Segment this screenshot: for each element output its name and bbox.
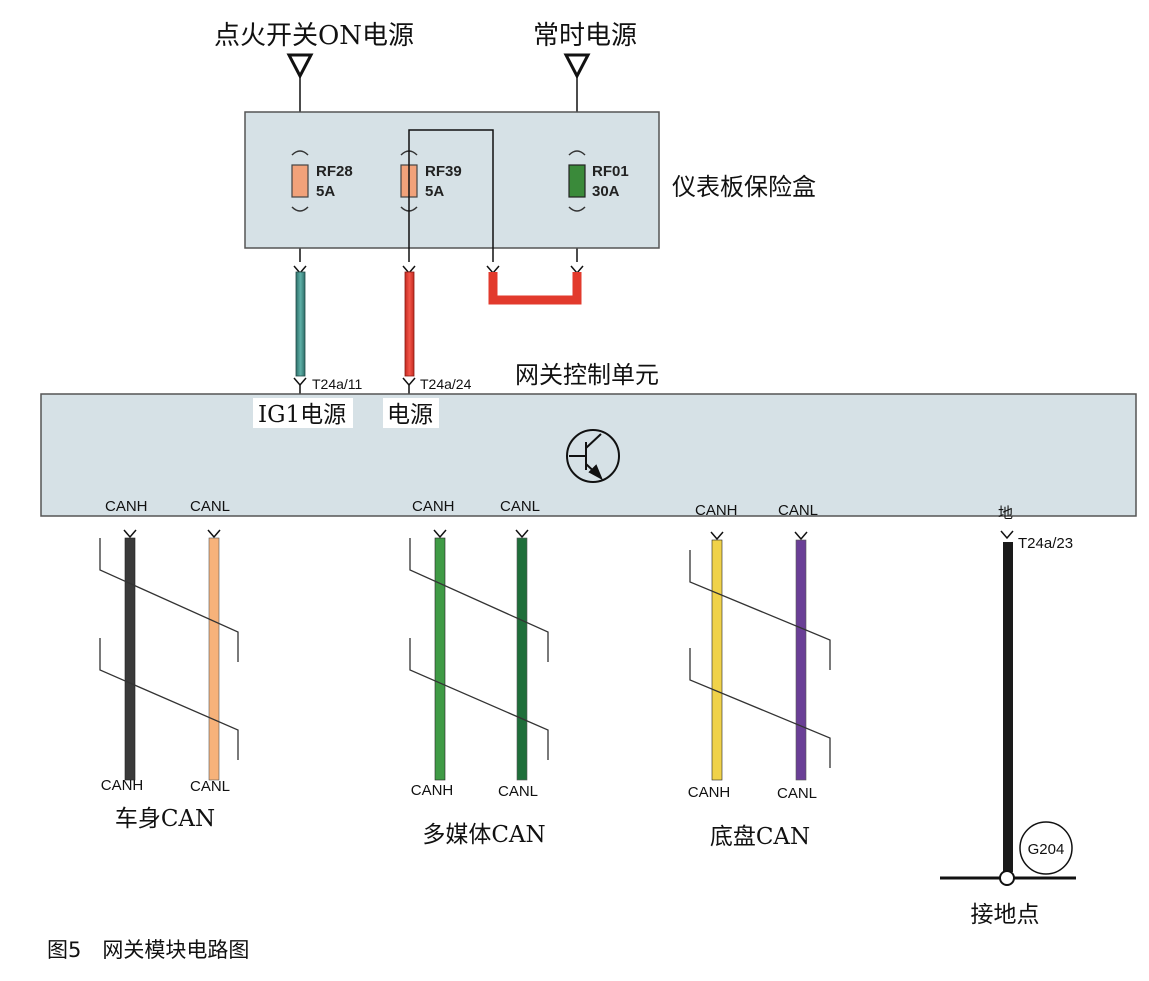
can-bus-3: CANH CANL (688, 531, 831, 802)
ig1-label-bg (253, 398, 353, 428)
gateway-title: 网关控制单元 (515, 361, 659, 389)
bus3-name: 底盘CAN (710, 824, 810, 850)
bus-pin-chevron (123, 529, 137, 539)
red-bridge-wire (488, 272, 582, 305)
twist-symbol (689, 550, 831, 670)
power-wire (404, 271, 415, 377)
fuse-box-internal-wire (408, 129, 494, 262)
ground-pin-label: T24a/23 (1018, 535, 1073, 552)
canh-wire (711, 539, 723, 781)
gateway-bus-pin-labels: CANH CANL CANH CANL CANH CANL (105, 498, 818, 519)
ground-point-label: 接地点 (971, 902, 1040, 928)
ignition-power-label: 点火开关ON电源 (214, 21, 414, 51)
power-label: 电源 (387, 402, 433, 428)
ground-pin-name: 地 (998, 504, 1013, 522)
bus3-canh-pin-label: CANH (695, 502, 738, 519)
canl-wire (795, 539, 807, 781)
canl-wire (516, 537, 528, 781)
fuse-rf39-id: RF39 (425, 163, 462, 180)
bus-pin-chevron (794, 531, 808, 541)
bus-pin-chevron (710, 531, 724, 541)
bus-pin-chevron (207, 529, 221, 539)
bus2-canl-pin-label: CANL (500, 498, 540, 515)
can-bus-1: CANH CANL (99, 529, 239, 795)
twist-symbol (689, 648, 831, 768)
twist-symbol (409, 538, 549, 662)
canl-wire (208, 537, 220, 781)
ground-point-icon (999, 870, 1015, 886)
fuse-rf28-id: RF28 (316, 163, 353, 180)
canh-end-label: CANH (101, 777, 144, 794)
bus1-name: 车身CAN (115, 806, 215, 832)
fuse-rf28-rating: 5A (316, 183, 335, 200)
fuse-rf01: RF01 30A (568, 150, 629, 212)
fuse-rf39-rating: 5A (425, 183, 444, 200)
canl-end-label: CANL (190, 778, 230, 795)
constant-power-label: 常时电源 (533, 21, 637, 51)
fuse-box (244, 111, 660, 249)
bus2-canh-pin-label: CANH (412, 498, 455, 515)
fuse-rf39: RF39 5A (400, 150, 462, 212)
bus1-canh-pin-label: CANH (105, 498, 148, 515)
bus2-name: 多媒体CAN (422, 822, 545, 848)
twist-symbol (99, 538, 239, 662)
canh-end-label: CANH (411, 782, 454, 799)
canh-wire (124, 537, 136, 781)
ground-id-circle (1019, 821, 1073, 875)
transistor-icon (566, 429, 620, 483)
fuse-rf01-id: RF01 (592, 163, 629, 180)
fuse-rf01-rating: 30A (592, 183, 620, 200)
figure-caption: 图5 网关模块电路图 (47, 938, 249, 962)
bus3-canl-pin-label: CANL (778, 502, 818, 519)
fuse-rf28: RF28 5A (291, 150, 353, 212)
ig1-pin-label: T24a/11 (312, 376, 363, 392)
bus-pin-chevron (515, 529, 529, 539)
ig1-power-label: IG1电源 (258, 402, 346, 428)
canh-wire (434, 537, 446, 781)
power-pin-label: T24a/24 (420, 376, 472, 392)
ig1-wire (295, 271, 306, 377)
gateway-upper-pins (293, 377, 416, 394)
canh-end-label: CANH (688, 784, 731, 801)
ground-id-label: G204 (1028, 841, 1065, 858)
bus-pin-chevron (433, 529, 447, 539)
fuse-box-title: 仪表板保险盒 (672, 173, 816, 201)
can-bus-wires: CANH CANL CANH CANL CANH CANL (99, 529, 831, 802)
gateway-module-box (40, 393, 1137, 517)
twist-symbol (99, 638, 239, 760)
canl-end-label: CANL (777, 785, 817, 802)
fuse-box-connector-pins (293, 265, 584, 275)
power-label-bg (383, 398, 439, 428)
ground-wire (1000, 530, 1014, 872)
canl-end-label: CANL (498, 783, 538, 800)
bus1-canl-pin-label: CANL (190, 498, 230, 515)
twist-symbol (409, 638, 549, 760)
can-bus-2: CANH CANL (409, 529, 549, 800)
